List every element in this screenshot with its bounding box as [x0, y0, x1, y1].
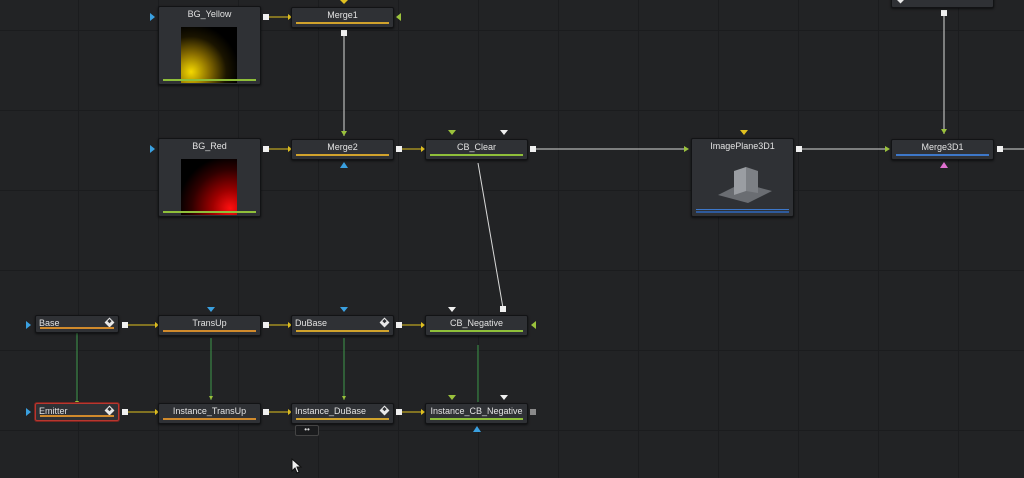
more-options-button[interactable]: •• [295, 425, 319, 436]
status-bar [163, 330, 256, 332]
node-title: CB_Negative [449, 318, 504, 328]
node-bg-red[interactable]: BG_Red [158, 138, 261, 217]
status-bar [430, 154, 523, 156]
node-emitter[interactable]: Emitter [35, 403, 119, 421]
status-bar-top [696, 209, 789, 210]
node-title: BG_Yellow [187, 9, 232, 19]
node-dubase[interactable]: DuBase [291, 315, 394, 336]
node-instance-cb-negative[interactable]: Instance_CB_Negative [425, 403, 528, 424]
node-transup[interactable]: TransUp [158, 315, 261, 336]
node-instance-transup[interactable]: Instance_TransUp [158, 403, 261, 424]
node-title: Merge3D1 [921, 142, 964, 152]
status-bar [296, 330, 389, 332]
node-title: Merge2 [327, 142, 358, 152]
status-bar [163, 79, 256, 81]
node-merge2[interactable]: Merge2 [291, 139, 394, 160]
node-title: BG_Red [192, 141, 227, 151]
status-bar [296, 154, 389, 156]
node-base[interactable]: Base [35, 315, 119, 333]
node-partial-top-right[interactable] [891, 0, 994, 8]
status-bar [896, 154, 989, 156]
node-merge1[interactable]: Merge1 [291, 7, 394, 28]
instance-diamond-icon [895, 0, 906, 4]
status-bar [163, 418, 256, 420]
status-bar [40, 415, 114, 417]
status-bar [430, 418, 523, 420]
node-merge3d1[interactable]: Merge3D1 [891, 139, 994, 160]
thumbnail-red [181, 159, 237, 215]
status-bar [296, 22, 389, 24]
status-bar [296, 418, 389, 420]
status-bar [430, 330, 523, 332]
status-bar [163, 211, 256, 213]
node-bg-yellow[interactable]: BG_Yellow [158, 6, 261, 85]
node-title: TransUp [192, 318, 227, 328]
thumbnail-yellow [181, 27, 237, 83]
status-bar [696, 211, 789, 213]
status-bar [40, 327, 114, 329]
node-title: Base [39, 318, 60, 328]
mouse-cursor-icon [291, 458, 303, 474]
node-title: ImagePlane3D1 [710, 141, 775, 151]
node-title: Instance_TransUp [172, 406, 247, 416]
node-title: Merge1 [327, 10, 358, 20]
node-title: Instance_DuBase [295, 406, 367, 416]
node-title: Instance_CB_Negative [430, 406, 523, 416]
node-instance-dubase[interactable]: Instance_DuBase [291, 403, 394, 424]
node-imageplane3d1[interactable]: ImagePlane3D1 [691, 138, 794, 217]
node-title: DuBase [295, 318, 328, 328]
node-cb-clear[interactable]: CB_Clear [425, 139, 528, 160]
node-cb-negative[interactable]: CB_Negative [425, 315, 528, 336]
3d-plane-icon [718, 167, 772, 203]
node-title: Emitter [39, 406, 68, 416]
node-title: CB_Clear [456, 142, 496, 152]
